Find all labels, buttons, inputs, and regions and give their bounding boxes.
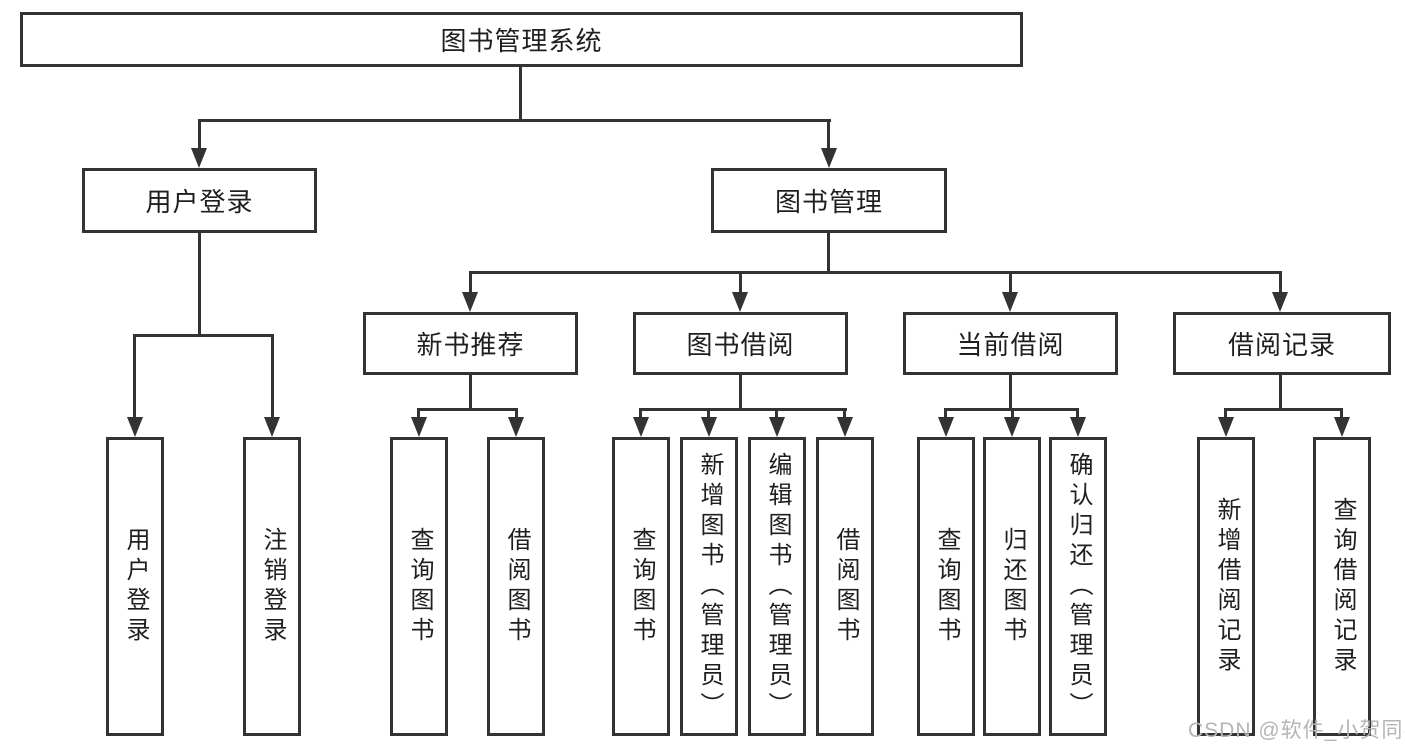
connector-line-v (515, 408, 518, 421)
leaf-logout-login: 注销登录 (243, 437, 301, 736)
connector-line-v (739, 271, 742, 294)
arrow-down-icon (411, 417, 427, 437)
node-book-borrow: 图书借阅 (633, 312, 848, 375)
connector-line-h (1224, 408, 1343, 411)
leaf-add-book-admin: 新增图书（管理员） (680, 437, 738, 736)
leaf-borrow-books-recommend: 借阅图书 (487, 437, 545, 736)
connector-line-h (417, 408, 518, 411)
connector-line-v (707, 408, 710, 421)
connector-line-v (843, 408, 846, 421)
connector-line-h (639, 408, 847, 411)
connector-line-v (469, 271, 472, 294)
connector-line-v (639, 408, 642, 421)
node-new-book-recommend: 新书推荐 (363, 312, 578, 375)
node-book-management: 图书管理 (711, 168, 947, 233)
leaf-add-borrow-record: 新增借阅记录 (1197, 437, 1255, 736)
connector-line-h (133, 334, 274, 337)
connector-line-v (271, 334, 274, 420)
connector-line-v (1009, 271, 1012, 294)
leaf-query-books-current: 查询图书 (917, 437, 975, 736)
arrow-down-icon (462, 292, 478, 312)
arrow-down-icon (1272, 292, 1288, 312)
node-user-login: 用户登录 (82, 168, 317, 233)
arrow-down-icon (1070, 417, 1086, 437)
connector-line-v (1340, 408, 1343, 421)
arrow-down-icon (508, 417, 524, 437)
connector-line-v (1279, 374, 1282, 410)
connector-line-v (1009, 374, 1012, 410)
connector-line-h (198, 119, 831, 122)
arrow-down-icon (191, 148, 207, 168)
arrow-down-icon (938, 417, 954, 437)
leaf-query-borrow-record: 查询借阅记录 (1313, 437, 1371, 736)
connector-line-v (133, 334, 136, 420)
arrow-down-icon (769, 417, 785, 437)
leaf-edit-book-admin: 编辑图书（管理员） (748, 437, 806, 736)
leaf-confirm-return-admin: 确认归还（管理员） (1049, 437, 1107, 736)
node-borrow-records: 借阅记录 (1173, 312, 1391, 375)
arrow-down-icon (732, 292, 748, 312)
connector-line-v (1011, 408, 1014, 421)
arrow-down-icon (1004, 417, 1020, 437)
leaf-query-books-borrow: 查询图书 (612, 437, 670, 736)
node-library-management-system: 图书管理系统 (20, 12, 1023, 67)
leaf-borrow-books-borrow: 借阅图书 (816, 437, 874, 736)
connector-line-h (469, 271, 1282, 274)
arrow-down-icon (837, 417, 853, 437)
leaf-return-book: 归还图书 (983, 437, 1041, 736)
connector-line-v (417, 408, 420, 421)
connector-line-v (198, 119, 201, 151)
connector-line-v (775, 408, 778, 421)
leaf-query-books-recommend: 查询图书 (390, 437, 448, 736)
connector-line-v (1076, 408, 1079, 421)
arrow-down-icon (1218, 417, 1234, 437)
arrow-down-icon (633, 417, 649, 437)
connector-line-v (1279, 271, 1282, 294)
connector-line-v (1224, 408, 1227, 421)
arrow-down-icon (264, 417, 280, 437)
connector-line-v (827, 119, 830, 151)
arrow-down-icon (1334, 417, 1350, 437)
node-current-borrow: 当前借阅 (903, 312, 1118, 375)
arrow-down-icon (821, 148, 837, 168)
arrow-down-icon (127, 417, 143, 437)
connector-line-v (198, 232, 201, 336)
arrow-down-icon (701, 417, 717, 437)
csdn-watermark: CSDN @软件_小贺同学 (1188, 719, 1405, 742)
connector-line-v (469, 374, 472, 410)
connector-line-v (944, 408, 947, 421)
arrow-down-icon (1002, 292, 1018, 312)
connector-line-v (827, 232, 830, 272)
connector-line-v (739, 374, 742, 410)
connector-line-v (519, 66, 522, 119)
leaf-user-login: 用户登录 (106, 437, 164, 736)
